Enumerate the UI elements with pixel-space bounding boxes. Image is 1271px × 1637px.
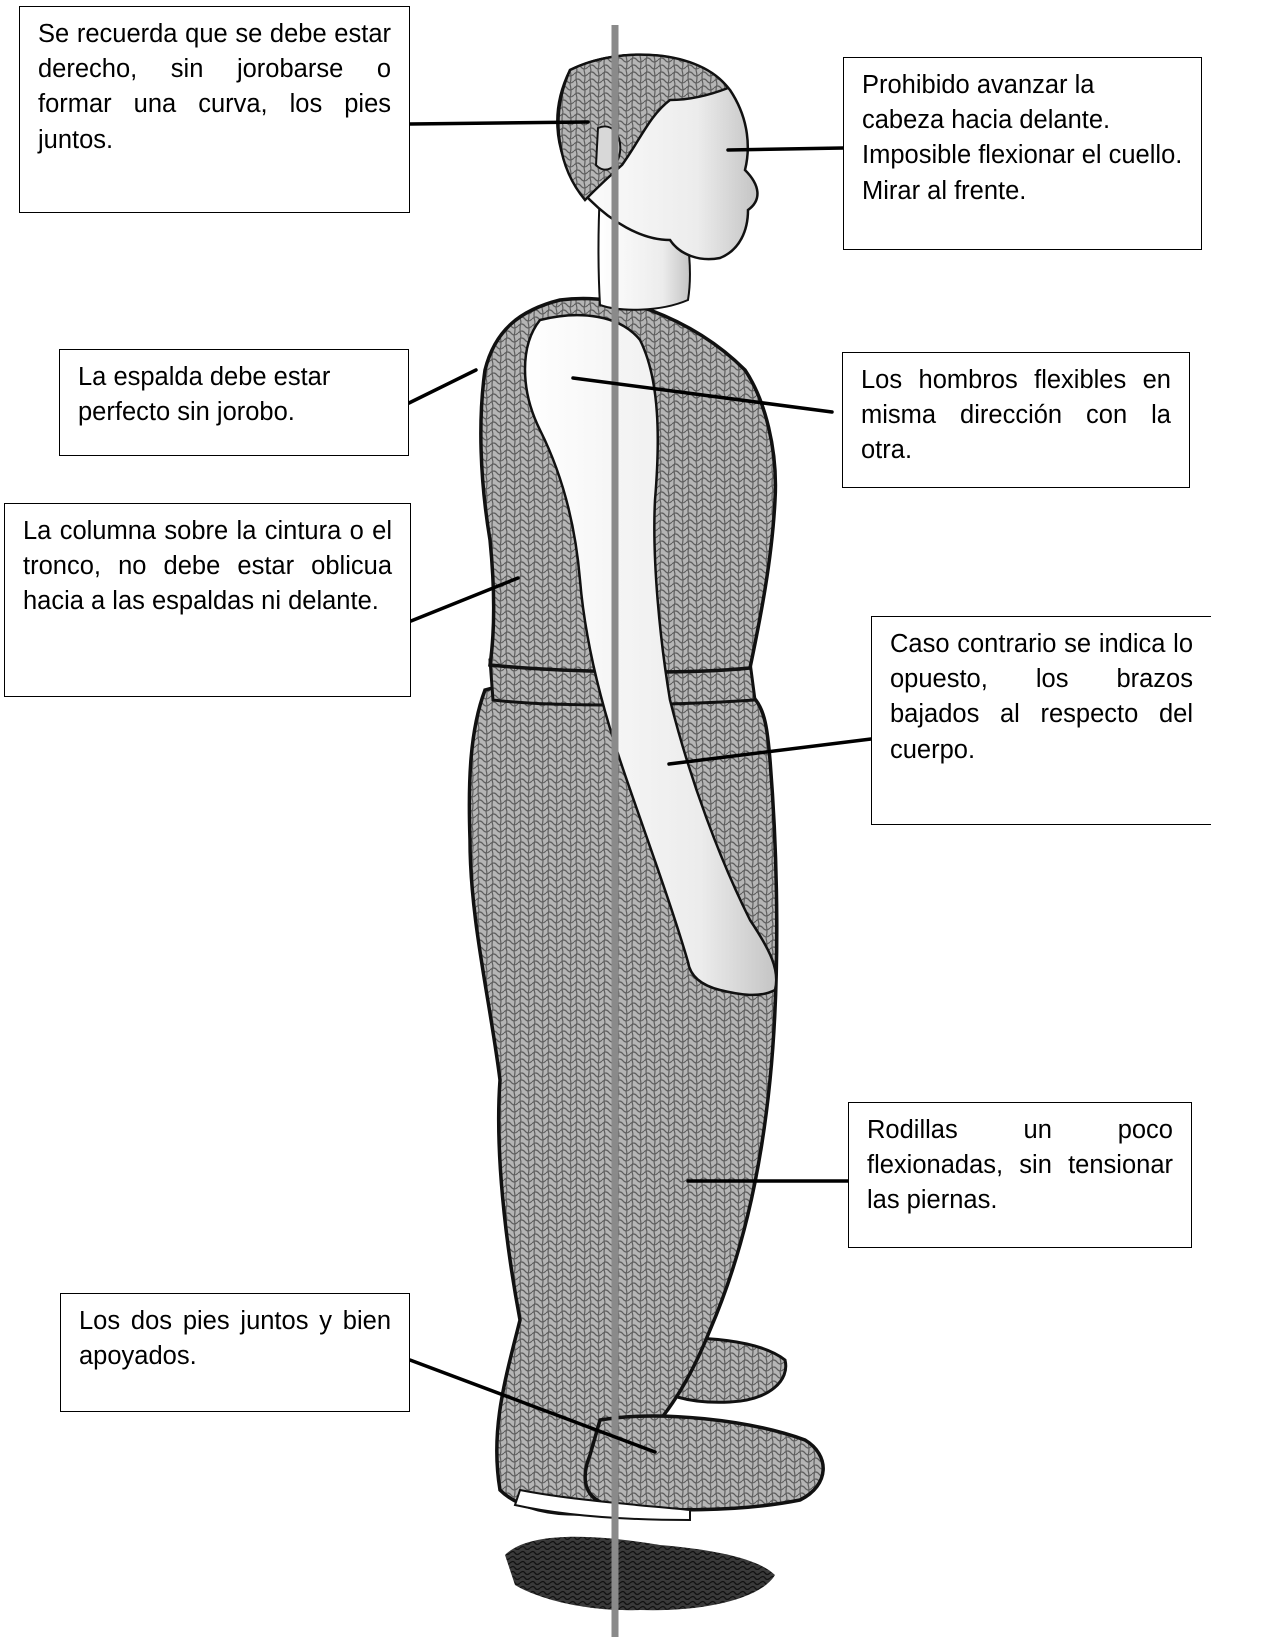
callout-head-text: Prohibido avanzar la cabeza hacia delant… — [862, 68, 1183, 209]
callout-column-text: La columna sobre la cintura o el tronco,… — [23, 514, 392, 620]
callout-posture-text: Se recuerda que se debe estar derecho, s… — [38, 17, 391, 158]
leader-line-posture — [410, 122, 588, 124]
callout-shoulders: Los hombros flexibles en misma dirección… — [842, 352, 1190, 488]
callout-shoulders-text: Los hombros flexibles en misma dirección… — [861, 363, 1171, 469]
callout-arms-text: Caso contrario se indica lo opuesto, los… — [890, 627, 1193, 768]
front-foot — [585, 1416, 823, 1510]
callout-posture: Se recuerda que se debe estar derecho, s… — [19, 6, 410, 213]
ground-shadow — [505, 1537, 775, 1610]
callout-back: La espalda debe estar perfecto sin jorob… — [59, 349, 409, 456]
callout-column: La columna sobre la cintura o el tronco,… — [4, 503, 411, 697]
callout-back-text: La espalda debe estar perfecto sin jorob… — [78, 360, 390, 430]
leader-line-head — [728, 148, 843, 150]
callout-head: Prohibido avanzar la cabeza hacia delant… — [843, 57, 1202, 250]
callout-knees-text: Rodillas un poco flexionadas, sin tensio… — [867, 1113, 1173, 1219]
callout-feet-text: Los dos pies juntos y bien apoyados. — [79, 1304, 391, 1374]
callout-feet: Los dos pies juntos y bien apoyados. — [60, 1293, 410, 1412]
leader-line-back — [409, 370, 476, 403]
callout-knees: Rodillas un poco flexionadas, sin tensio… — [848, 1102, 1192, 1248]
callout-arms: Caso contrario se indica lo opuesto, los… — [871, 616, 1211, 825]
